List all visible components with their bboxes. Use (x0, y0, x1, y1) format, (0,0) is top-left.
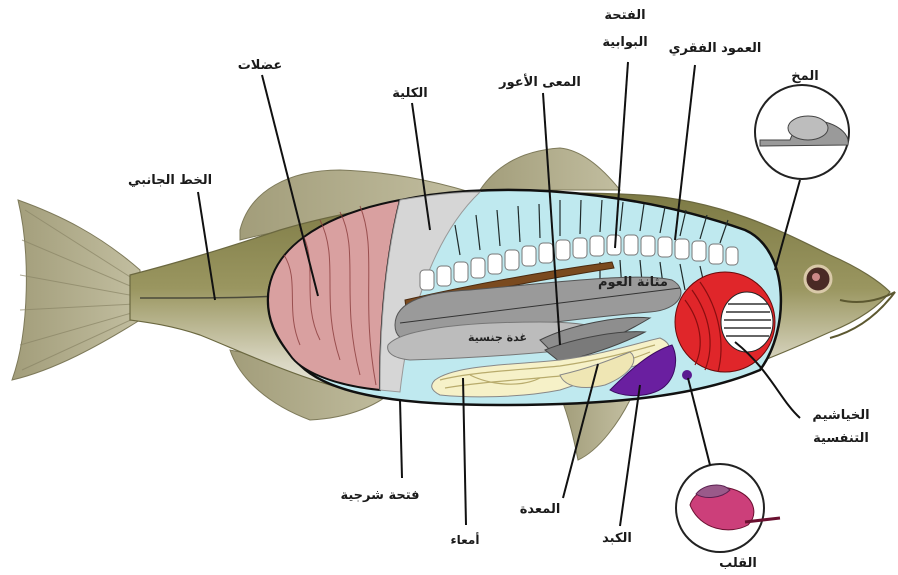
brain-icon (755, 85, 849, 179)
label-swim-bladder: مثانة العوم (598, 275, 668, 290)
label-brain: المخ (785, 68, 825, 85)
label-gonad: غدة جنسية (468, 331, 527, 344)
label-gills-1: الخياشيم (806, 407, 876, 424)
label-liver: الكبد (592, 530, 642, 547)
heart-marker (682, 370, 692, 380)
label-caecum: المعى الأعور (485, 74, 595, 91)
label-heart: القلب (713, 555, 763, 572)
heart-icon (676, 464, 780, 552)
label-pyloric-2: البوابية (588, 34, 662, 51)
label-intestine: أمعاء (440, 532, 490, 549)
label-anus: فتحة شرجية (325, 487, 435, 504)
label-gills-2: التنفسية (806, 430, 876, 447)
label-kidney: الكلية (380, 85, 440, 102)
label-stomach: المعدة (510, 501, 570, 518)
label-pyloric-1: الفتحة (595, 7, 655, 24)
label-spine: العمود الفقري (655, 40, 775, 57)
label-muscles: عضلات (230, 57, 290, 74)
gills (675, 272, 775, 372)
tail-fin (12, 200, 140, 380)
label-lateral-line: الخط الجانبي (120, 172, 220, 189)
